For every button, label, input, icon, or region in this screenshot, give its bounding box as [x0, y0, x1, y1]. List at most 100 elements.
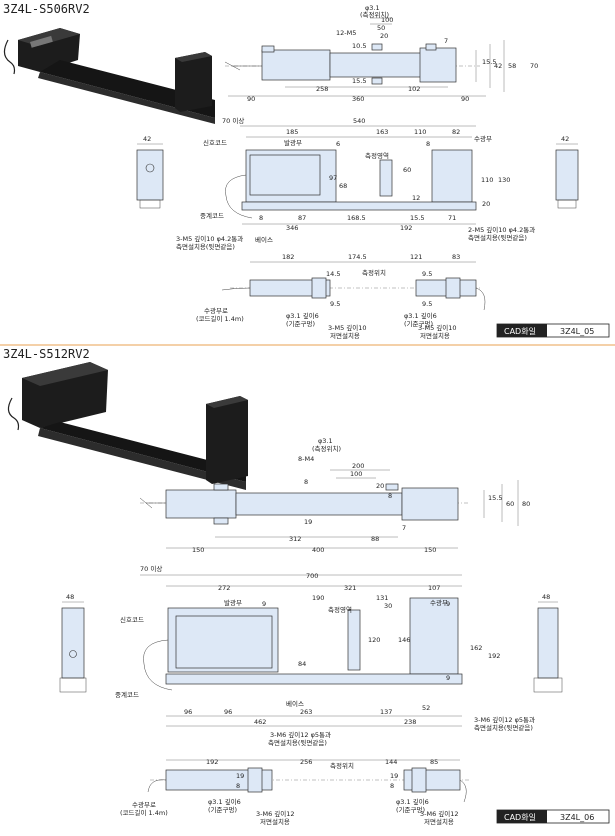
label: 수광부 [474, 135, 492, 143]
dim: 121 [410, 253, 422, 261]
dim: 107 [428, 584, 440, 592]
dim: 19 [390, 772, 398, 780]
dim: 110 [481, 176, 493, 184]
dim: 30 [384, 602, 392, 610]
cad-value: 3Z4L_05 [560, 327, 594, 336]
dim: 144 [385, 758, 397, 766]
dim: 15.5 [352, 77, 366, 85]
dim: 200 [352, 462, 364, 470]
label: 발광부 [284, 138, 302, 147]
label: 측면설치용(뒷면같음) [468, 233, 527, 242]
label: φ3.1 깊이6 [396, 797, 429, 806]
label: φ3.1 [365, 4, 380, 12]
side-view-right: 42 [555, 135, 579, 209]
label: (기준구멍) [396, 805, 425, 814]
cad-value: 3Z4L_06 [560, 813, 594, 822]
dim: 15.5 [482, 58, 496, 66]
dim: 130 [498, 176, 510, 184]
dim: 84 [298, 660, 306, 668]
label: 8-M4 [298, 455, 314, 463]
cad-label: CAD화일 [504, 813, 536, 822]
dim: 9 [446, 600, 450, 608]
label: (기준구멍) [208, 805, 237, 814]
dim: 6 [336, 140, 340, 148]
dim: 90 [247, 95, 255, 103]
dim: 346 [286, 224, 298, 232]
dim: 185 [286, 128, 298, 136]
dim: 82 [452, 128, 460, 136]
dim: 540 [353, 117, 365, 125]
dim: 12 [412, 194, 420, 202]
dim: 70 이상 [222, 116, 244, 125]
label: 3-M5 깊이10 [418, 323, 457, 332]
dim: 9.5 [330, 300, 340, 308]
dim: 58 [508, 62, 516, 70]
label: (측정위치) [360, 10, 389, 19]
dim: 174.5 [348, 253, 367, 261]
dim: 7 [402, 524, 406, 532]
dim: 192 [206, 758, 218, 766]
label: (기준구멍) [404, 319, 433, 328]
label: 신호코드 [203, 138, 227, 147]
label: 3-M6 깊이12 φ5통과 [270, 730, 331, 739]
dim: 102 [408, 85, 420, 93]
dim: 150 [424, 546, 436, 554]
label: 12-M5 [336, 29, 356, 37]
label: φ3.1 깊이6 [208, 797, 241, 806]
dim: 182 [282, 253, 294, 261]
dim: 96 [224, 708, 232, 716]
dim: 10.5 [352, 42, 366, 50]
label: 저면설치용 [424, 817, 454, 826]
dim: 192 [488, 652, 500, 660]
side-view-left: 48 [59, 593, 87, 693]
dim: 312 [289, 535, 301, 543]
bottom-view: 182 174.5 121 83 14.5 9.5 9.5 9.5 측정위치 수… [196, 253, 486, 340]
product-photo [7, 362, 248, 490]
dim: 168.5 [347, 214, 366, 222]
dim: 15.5 [410, 214, 424, 222]
section-title: 3Z4L-S506RV2 [3, 2, 90, 16]
label: 3-M6 깊이12 φ5통과 [474, 715, 535, 724]
dim: 96 [184, 708, 192, 716]
front-view: 70 이상 700 272 321 107 190 131 30 9 9 120… [115, 564, 535, 747]
dim: 238 [404, 718, 416, 726]
dim: 20 [380, 32, 388, 40]
label: 수광부 [430, 599, 448, 607]
section-s506: 3Z4L-S506RV2 [3, 2, 610, 340]
label: 측정위치 [330, 761, 354, 770]
label: 측정영역 [365, 151, 389, 160]
label: 3-M5 깊이10 φ4.2통과 [176, 234, 243, 243]
side-view-left: 42 [136, 135, 164, 209]
dim: 100 [350, 470, 362, 478]
dim: 400 [312, 546, 324, 554]
dim: 42 [494, 62, 502, 70]
cad-badge: CAD화일 3Z4L_05 [496, 323, 610, 338]
dim: 163 [376, 128, 388, 136]
dim: 8 [236, 782, 240, 790]
label: 발광부 [224, 598, 242, 607]
dim: 192 [400, 224, 412, 232]
section-s512: 3Z4L-S512RV2 [3, 347, 610, 826]
cad-label: CAD화일 [504, 327, 536, 336]
dim: 14.5 [326, 270, 340, 278]
dim: 70 이상 [140, 564, 162, 573]
dim: 263 [300, 708, 312, 716]
product-photo [3, 28, 215, 124]
dim: 9.5 [422, 270, 432, 278]
label: 3-M6 깊이12 [420, 809, 459, 818]
dim: 360 [352, 95, 364, 103]
dim: 88 [371, 535, 379, 543]
label: 2-M5 깊이10 φ4.2통과 [468, 225, 535, 234]
dim: 87 [298, 214, 306, 222]
dim: 9 [262, 600, 266, 608]
dim: 19 [304, 518, 312, 526]
label: 저면설치용 [330, 331, 360, 340]
label: 중계코드 [115, 690, 139, 699]
dim: 8 [388, 492, 392, 500]
label: 3-M5 깊이10 [328, 323, 367, 332]
front-view: 70 이상 540 185 163 110 82 6 8 97 68 60 11… [176, 116, 535, 251]
label: 측정위치 [362, 268, 386, 277]
label: (기준구멍) [286, 319, 315, 328]
label: 베이스 [255, 235, 273, 244]
